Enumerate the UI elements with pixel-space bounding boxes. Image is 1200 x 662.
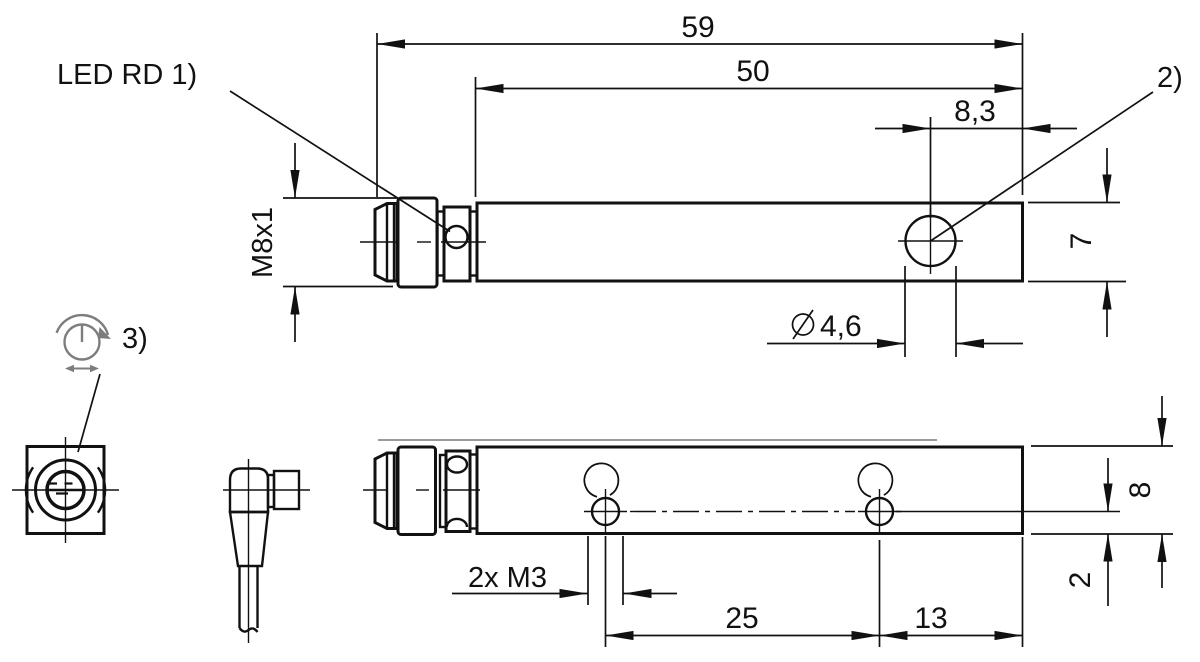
cable-connector-view bbox=[223, 459, 310, 643]
sensor-body-bottom-view bbox=[475, 445, 1024, 535]
led-window-bottom bbox=[445, 455, 469, 474]
thread-nut-bottom bbox=[396, 445, 437, 536]
dim-hole-spacing: 25 bbox=[725, 602, 758, 635]
adjust-double-arrow-icon bbox=[65, 364, 99, 373]
led-leader-line bbox=[229, 90, 451, 233]
cable-break-line bbox=[238, 627, 259, 633]
dim-hole-diameter: 4,6 bbox=[820, 310, 862, 343]
callout-3-leader-line bbox=[77, 373, 101, 453]
label-thread: M8x1 bbox=[247, 207, 279, 278]
dim-body-height-side: 7 bbox=[1065, 233, 1098, 250]
callout-2-leader-line bbox=[930, 91, 1154, 242]
dim-total-length: 59 bbox=[681, 11, 714, 44]
rotation-arc-tip bbox=[98, 327, 111, 339]
sensor-body-top-view bbox=[475, 201, 1024, 283]
diameter-symbol bbox=[791, 309, 815, 340]
top-view-dimensions: 59 50 8,3 7 M8x1 4,6 LED RD 1) bbox=[57, 11, 1183, 357]
label-led: LED RD 1) bbox=[57, 59, 197, 91]
label-mounting-holes: 2x M3 bbox=[468, 562, 547, 594]
front-square-body bbox=[25, 445, 106, 535]
rotation-arc-icon bbox=[55, 313, 110, 336]
dim-hole-center-to-edge: 2 bbox=[1064, 572, 1097, 589]
front-thread-circle bbox=[34, 458, 97, 522]
dim-body-height-bottom: 8 bbox=[1124, 482, 1157, 499]
top-side-view bbox=[360, 196, 1024, 289]
dim-body-length: 50 bbox=[736, 55, 769, 88]
potentiometer-symbol: 3) bbox=[55, 313, 148, 373]
led-window bbox=[444, 224, 469, 250]
dim-hole-to-end: 13 bbox=[914, 602, 947, 635]
bottom-side-view bbox=[363, 439, 1120, 536]
front-view bbox=[12, 373, 119, 543]
potentiometer-knob-icon bbox=[63, 323, 101, 361]
front-slot-detail bbox=[47, 482, 84, 495]
bottom-view-dimensions: 2x M3 25 13 8 2 bbox=[452, 396, 1173, 647]
dim-hole-offset: 8,3 bbox=[954, 95, 996, 128]
label-callout-2: 2) bbox=[1157, 62, 1183, 94]
led-window-bottom-arc bbox=[445, 517, 469, 528]
strain-relief-boot bbox=[228, 510, 270, 568]
label-callout-3: 3) bbox=[122, 323, 148, 355]
connector-plug bbox=[272, 469, 301, 511]
m3-hole-2 bbox=[857, 462, 901, 534]
m3-hole-1 bbox=[583, 462, 627, 534]
